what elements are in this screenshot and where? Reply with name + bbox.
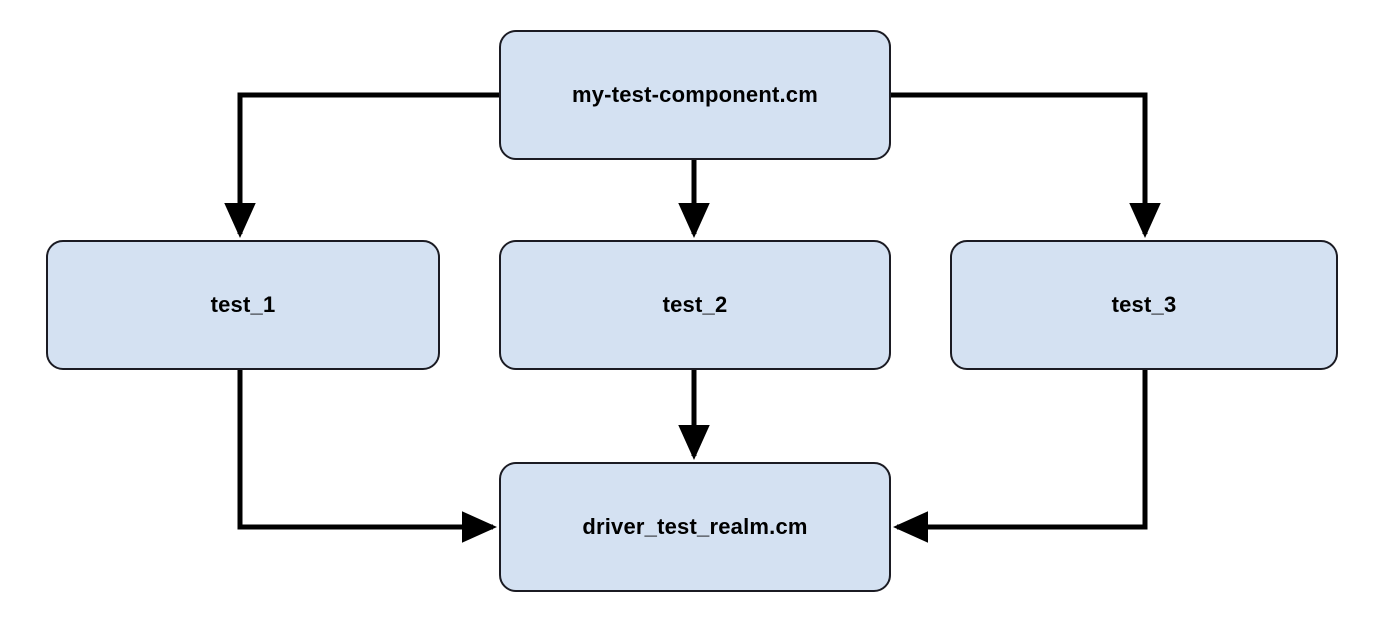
- node-label: my-test-component.cm: [571, 82, 819, 107]
- node-test-2[interactable]: test_2: [499, 240, 891, 370]
- edge-root-to-test-1: [224, 92, 499, 239]
- edge-test-3-to-realm: [892, 370, 1148, 543]
- node-test-3[interactable]: test_3: [950, 240, 1338, 370]
- edge-root-to-test-3: [891, 92, 1161, 239]
- node-label: test_3: [1111, 292, 1177, 317]
- node-test-1[interactable]: test_1: [46, 240, 440, 370]
- node-label: test_2: [662, 292, 728, 317]
- node-my-test-component[interactable]: my-test-component.cm: [499, 30, 891, 160]
- node-driver-test-realm[interactable]: driver_test_realm.cm: [499, 462, 891, 592]
- node-label: test_1: [210, 292, 276, 317]
- edge-test-1-to-realm: [237, 370, 498, 543]
- node-label: driver_test_realm.cm: [582, 514, 808, 539]
